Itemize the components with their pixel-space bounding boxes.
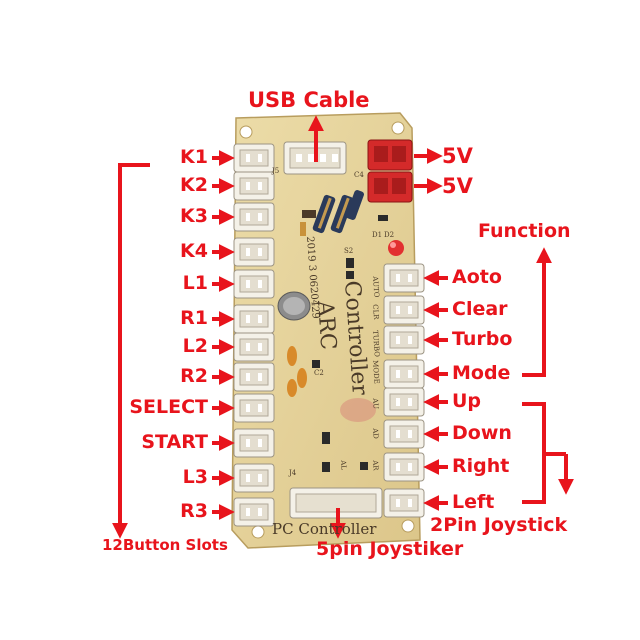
five-volt-label-1: 5V: [442, 144, 473, 168]
button-connector: [233, 362, 275, 392]
five-pin-joystick-label: 5pin Joystiker: [316, 538, 464, 560]
silk-clr: CLR: [371, 303, 381, 320]
function-connector: [383, 359, 425, 389]
button-connector: [233, 463, 275, 493]
two-pin-joystick-label: 2Pin Joystick: [430, 514, 568, 536]
silk-s2: S2: [344, 247, 354, 255]
function-joystick-connector-column: [383, 263, 425, 518]
five-volt-connector-1: [367, 139, 413, 171]
silk-c2: C2: [314, 369, 324, 377]
side-label-aoto: Aoto: [452, 266, 502, 288]
silk-turbo: TURBO: [371, 329, 381, 358]
joystick-connector: [383, 419, 425, 449]
silk-c4: C4: [354, 171, 364, 179]
silk-d1: D1: [372, 231, 383, 239]
button-label-k2: K2: [180, 174, 208, 196]
usb-cable-label: USB Cable: [248, 88, 370, 112]
button-label-l2: L2: [182, 335, 208, 357]
mount-hole: [239, 125, 253, 139]
mount-hole: [251, 525, 265, 539]
electronic-components: [277, 190, 404, 472]
silk-au: AU: [371, 397, 380, 410]
button-label-k1: K1: [180, 146, 208, 168]
button-connector: [233, 393, 275, 423]
function-connector: [383, 325, 425, 355]
side-label-up: Up: [452, 390, 482, 412]
silk-ar: AR: [371, 459, 380, 471]
silk-mode: MODE: [371, 359, 381, 385]
mount-hole: [391, 121, 405, 135]
button-label-start: START: [141, 431, 208, 453]
silk-j5: J5: [272, 167, 280, 175]
function-label-arrows: [423, 270, 448, 511]
button-label-r1: R1: [180, 307, 208, 329]
button-label-l1: L1: [182, 272, 208, 294]
function-connector: [383, 263, 425, 293]
button-label-l3: L3: [182, 466, 208, 488]
button-connector: [233, 143, 275, 173]
five-volt-connector-2: [367, 171, 413, 203]
silk-auto: AUTO: [371, 275, 381, 298]
side-label-left: Left: [452, 491, 495, 513]
button-label-r2: R2: [180, 365, 208, 387]
silk-j4: J4: [289, 469, 297, 477]
button-slots-bracket: [118, 163, 150, 528]
button-label-r3: R3: [180, 500, 208, 522]
button-connector: [233, 269, 275, 299]
silk-d2: D2: [384, 231, 395, 239]
function-bracket: [522, 262, 546, 377]
pcb-board: [231, 112, 421, 549]
side-label-turbo: Turbo: [452, 328, 513, 350]
button-connector: [233, 428, 275, 458]
button-connector-column: [233, 143, 275, 527]
button-connector: [233, 497, 275, 527]
button-connector: [233, 332, 275, 362]
annotation-arrows: [112, 115, 574, 539]
mount-hole: [401, 519, 415, 533]
button-label-arrows: [212, 150, 235, 520]
side-label-clear: Clear: [452, 298, 508, 320]
side-label-down: Down: [452, 422, 512, 444]
two-pin-bracket: [522, 402, 546, 504]
board-footer-text: PC Controller: [272, 520, 377, 538]
silk-ad: AD: [371, 427, 380, 440]
button-label-k3: K3: [180, 205, 208, 227]
button-label-k4: K4: [180, 240, 208, 262]
button-connector: [233, 202, 275, 232]
button-connector: [233, 304, 275, 334]
function-connector: [383, 295, 425, 325]
five-volt-label-2: 5V: [442, 174, 473, 198]
silk-al: AL: [339, 459, 348, 471]
button-connector: [233, 237, 275, 267]
side-label-mode: Mode: [452, 362, 511, 384]
side-label-right: Right: [452, 455, 510, 477]
joystick-connector: [383, 488, 425, 518]
button-label-select: SELECT: [129, 396, 208, 418]
joystick-connector: [383, 452, 425, 482]
function-label: Function: [478, 220, 571, 242]
joystick-connector: [383, 387, 425, 417]
button-connector: [233, 171, 275, 201]
button-slots-label: 12Button Slots: [102, 536, 228, 554]
